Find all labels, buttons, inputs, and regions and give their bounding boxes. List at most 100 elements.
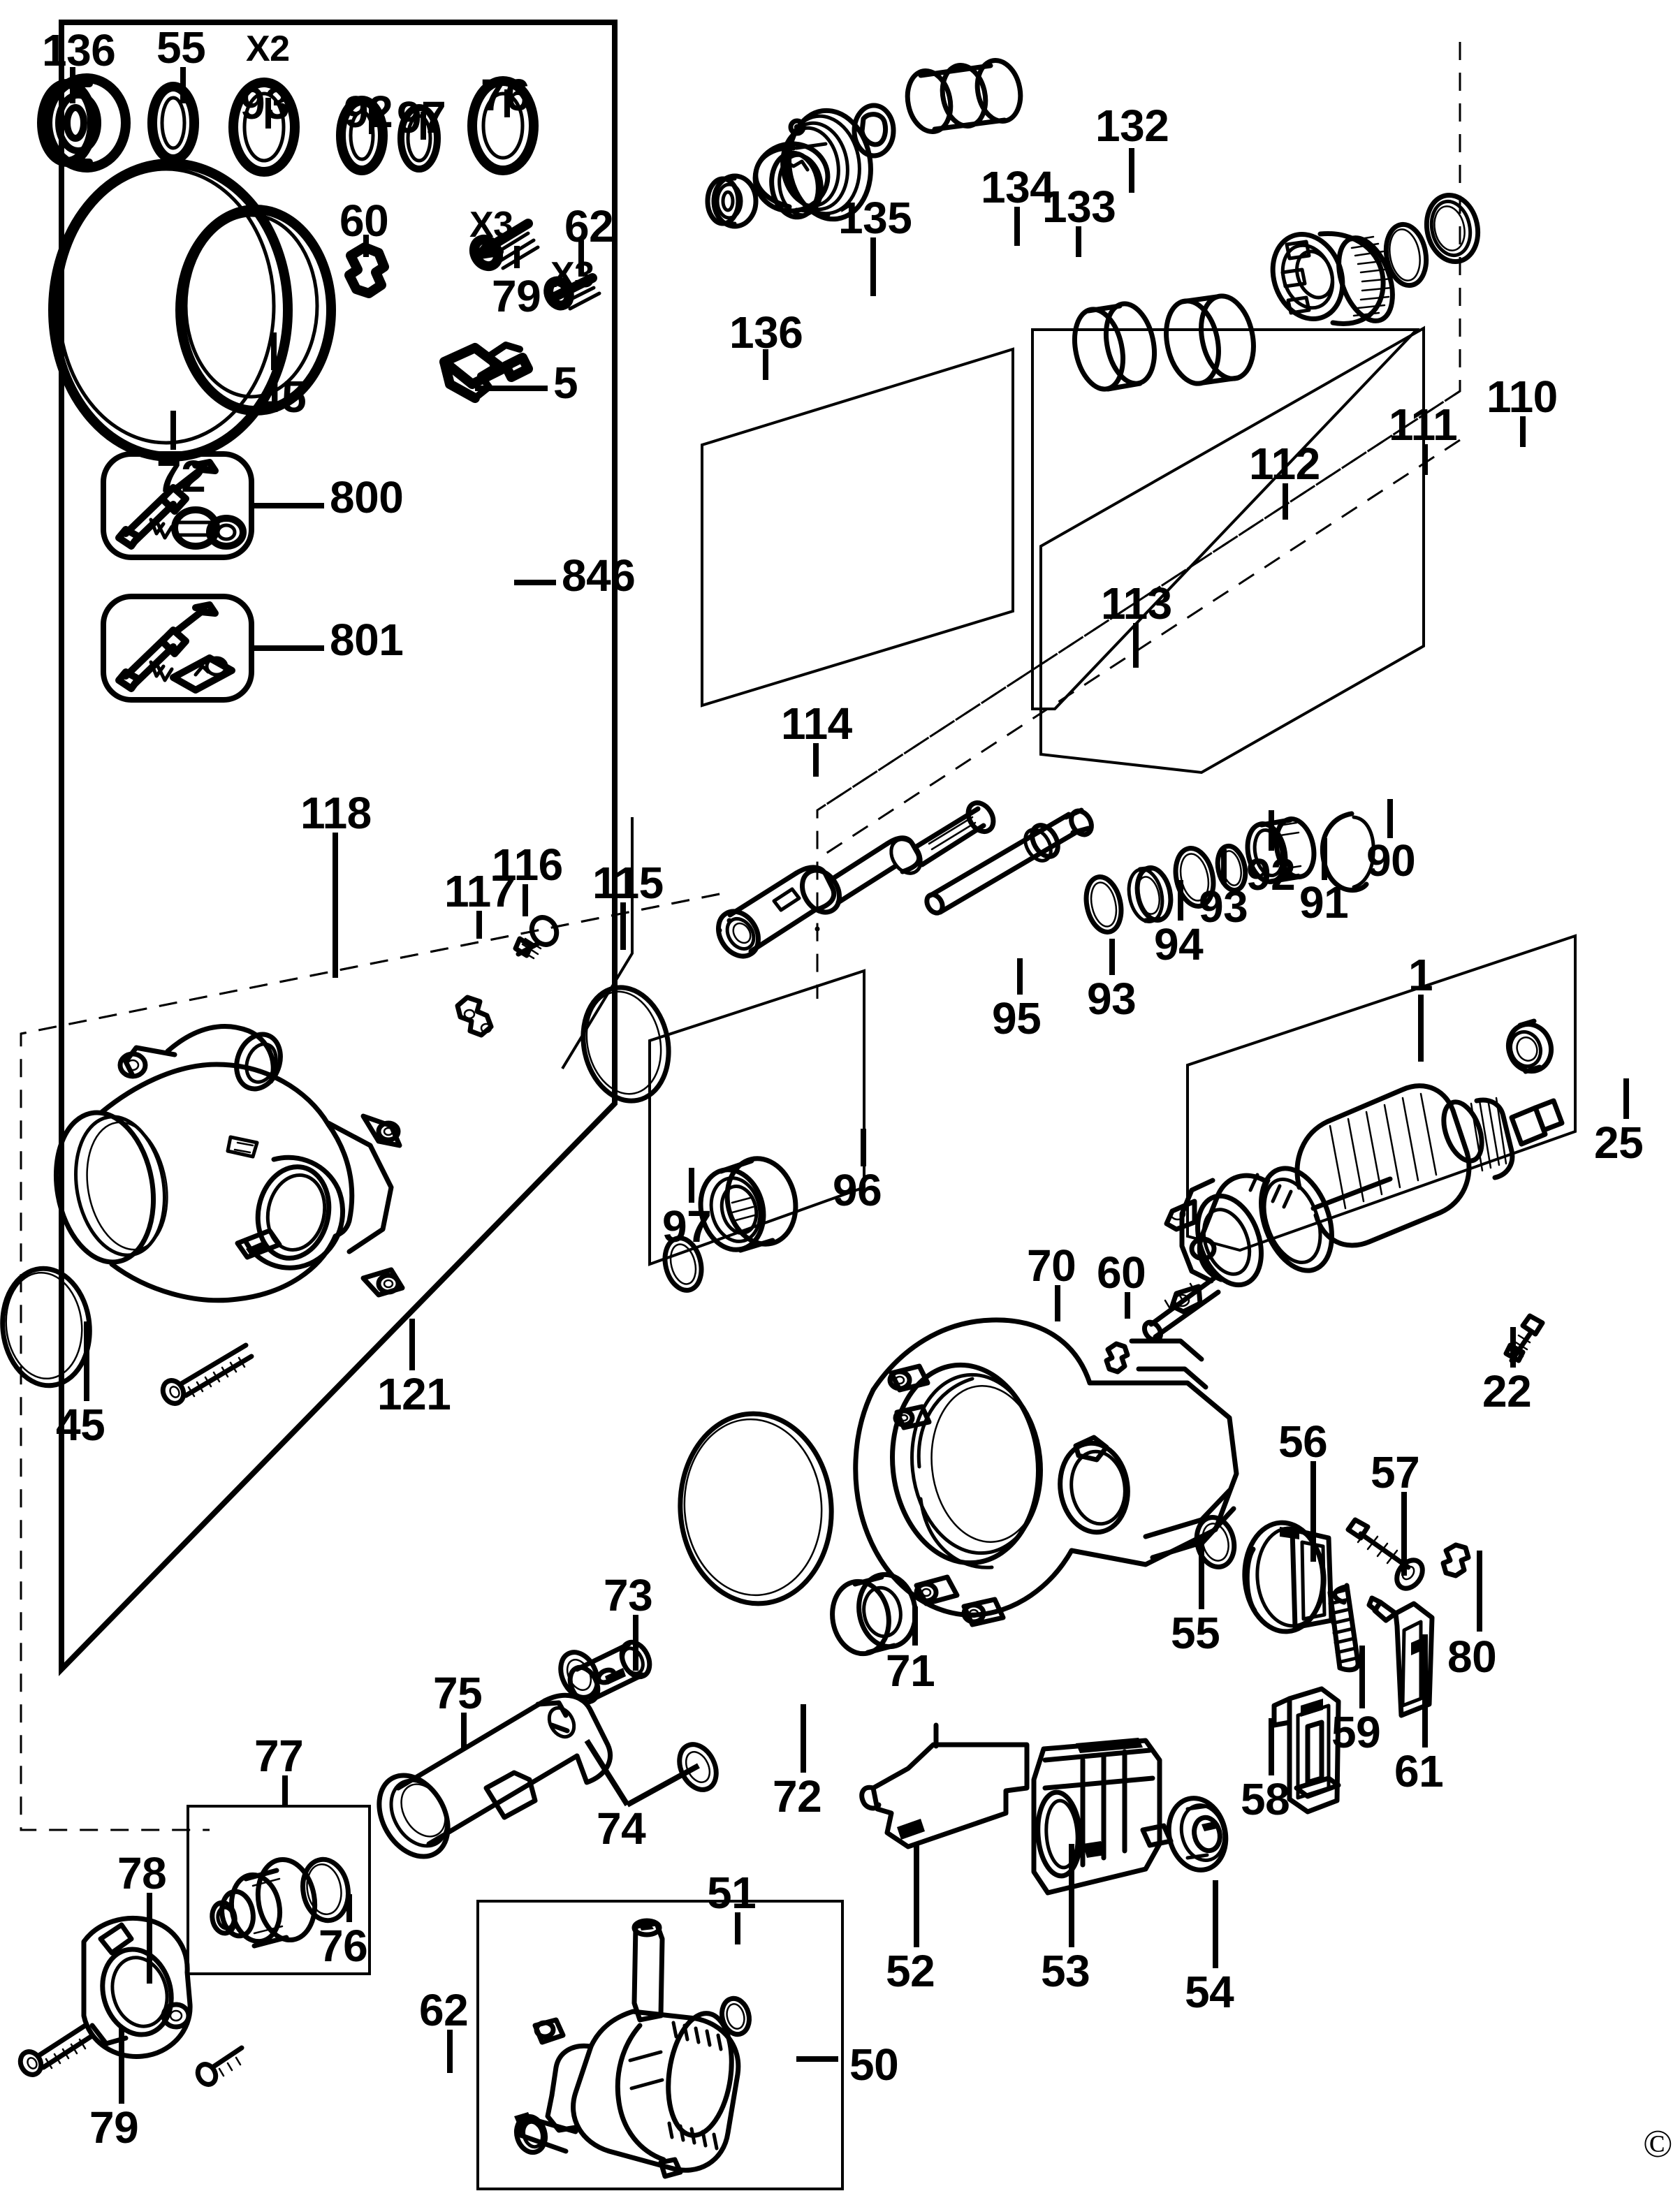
callout-117: 117 (444, 866, 516, 916)
part-62-screw-a (543, 273, 601, 311)
callout-97-a: 97 (397, 92, 446, 142)
callout-93-a: 93 (240, 78, 290, 129)
part-93-washer-a (228, 78, 300, 177)
part-97-oring-b (662, 1236, 704, 1293)
callout-57: 57 (1371, 1447, 1420, 1497)
callout-116: 116 (492, 840, 563, 890)
callout-60-b: 60 (1097, 1247, 1146, 1298)
callout-55-b: 55 (1171, 1608, 1220, 1658)
part-57-screw (1345, 1517, 1425, 1591)
part-112-gear-carrier (1270, 230, 1395, 326)
callout-111: 111 (1389, 400, 1458, 450)
callout-53: 53 (1041, 1946, 1090, 1996)
callout-77: 77 (254, 1731, 304, 1781)
subassembly-box-50 (476, 1900, 844, 2190)
callout-51: 51 (707, 1868, 757, 1918)
copyright-mark: © (1643, 2123, 1673, 2166)
callout-72-a: 72 (156, 451, 206, 501)
callout-59: 59 (1331, 1707, 1381, 1757)
callout-73: 73 (604, 1570, 653, 1620)
callout-97-b: 97 (662, 1201, 712, 1252)
callout-118: 118 (300, 788, 372, 838)
callout-1: 1 (1408, 950, 1433, 1000)
callout-25: 25 (1594, 1118, 1644, 1168)
subassembly-box-113 (1031, 328, 1420, 710)
callout-112: 112 (1249, 439, 1320, 489)
part-78-collar (81, 1916, 193, 2059)
callout-846: 846 (562, 550, 636, 601)
callout-70: 70 (1027, 1240, 1076, 1291)
callout-52: 52 (886, 1946, 935, 1996)
part-76-oring-a (467, 76, 539, 175)
subassembly-box-77 (187, 1805, 371, 1975)
part-58-brush-holder (1271, 1686, 1341, 1815)
part-25-bearing (1506, 1018, 1554, 1074)
callout-5: 5 (553, 358, 578, 408)
part-114-assembly-drawing (716, 800, 996, 959)
callout-54: 54 (1185, 1967, 1234, 2017)
callout-801: 801 (330, 615, 404, 665)
part-53-switch (1031, 1738, 1174, 1896)
part-121-screw (160, 1342, 254, 1406)
callout-22: 22 (1482, 1366, 1532, 1416)
part-136-bushing-b (705, 173, 759, 229)
part-135-chuck-sleeve (752, 108, 873, 222)
part-60-key-b (1104, 1341, 1130, 1375)
callout-96: 96 (833, 1165, 882, 1215)
callout-71: 71 (886, 1646, 935, 1696)
callout-x2: X2 (246, 29, 290, 69)
callout-58: 58 (1241, 1774, 1290, 1824)
callout-114: 114 (781, 698, 852, 749)
callout-113: 113 (1101, 578, 1172, 629)
part-114-spindle (726, 918, 732, 923)
part-45-oring-b (0, 1266, 92, 1389)
callout-79-a: 79 (492, 271, 541, 321)
callout-75: 75 (433, 1668, 483, 1718)
part-77-rotor-cartridge (210, 1856, 318, 1949)
callout-60-a: 60 (339, 196, 389, 246)
callout-62-b: 62 (419, 1985, 469, 2035)
callout-136-a: 136 (42, 25, 116, 75)
subassembly-box-118 (561, 817, 634, 1070)
callout-800: 800 (330, 472, 404, 522)
part-1-armature (1141, 1083, 1565, 1343)
part-113-piston-rings (1072, 293, 1256, 392)
callout-115: 115 (592, 858, 664, 908)
callout-136-b: 136 (729, 307, 803, 358)
part-80-key (1440, 1542, 1471, 1578)
callout-92-a: 92 (344, 87, 393, 137)
callout-55-a: 55 (156, 22, 206, 73)
subassembly-box-801 (101, 594, 254, 703)
callout-135: 135 (838, 193, 912, 243)
part-93-washer-b (1173, 846, 1216, 909)
callout-79-b: 79 (89, 2102, 139, 2153)
callout-94: 94 (1154, 919, 1204, 969)
part-133-washer (852, 103, 896, 159)
part-74-left-ring (558, 1650, 600, 1700)
callout-45-a: 45 (257, 372, 307, 422)
callout-93-c: 93 (1087, 974, 1137, 1024)
subassembly-box-1 (1186, 934, 1577, 1252)
callout-x3-a: X3 (469, 205, 513, 245)
callout-72-b: 72 (773, 1771, 822, 1822)
callout-93-b: 93 (1199, 881, 1248, 932)
part-54-brush-cap (1166, 1796, 1229, 1873)
part-116-screw (513, 915, 560, 960)
part-79-screw-b (17, 2023, 94, 2077)
callout-134: 134 (981, 162, 1055, 212)
callout-50: 50 (849, 2039, 899, 2090)
part-76-oring-b (300, 1856, 351, 1924)
callout-110: 110 (1487, 372, 1558, 422)
part-52-contact-plate (859, 1722, 1030, 1849)
part-59-spring (1327, 1583, 1361, 1673)
part-117-clip (455, 995, 494, 1038)
callout-91: 91 (1299, 877, 1349, 928)
callout-132: 132 (1095, 101, 1169, 151)
part-45-oring-a (175, 205, 336, 416)
part-110-seal (1424, 192, 1481, 265)
part-91-bearing (1245, 816, 1317, 884)
part-132-boot-rings (905, 58, 1023, 134)
callout-45-b: 45 (56, 1400, 105, 1450)
